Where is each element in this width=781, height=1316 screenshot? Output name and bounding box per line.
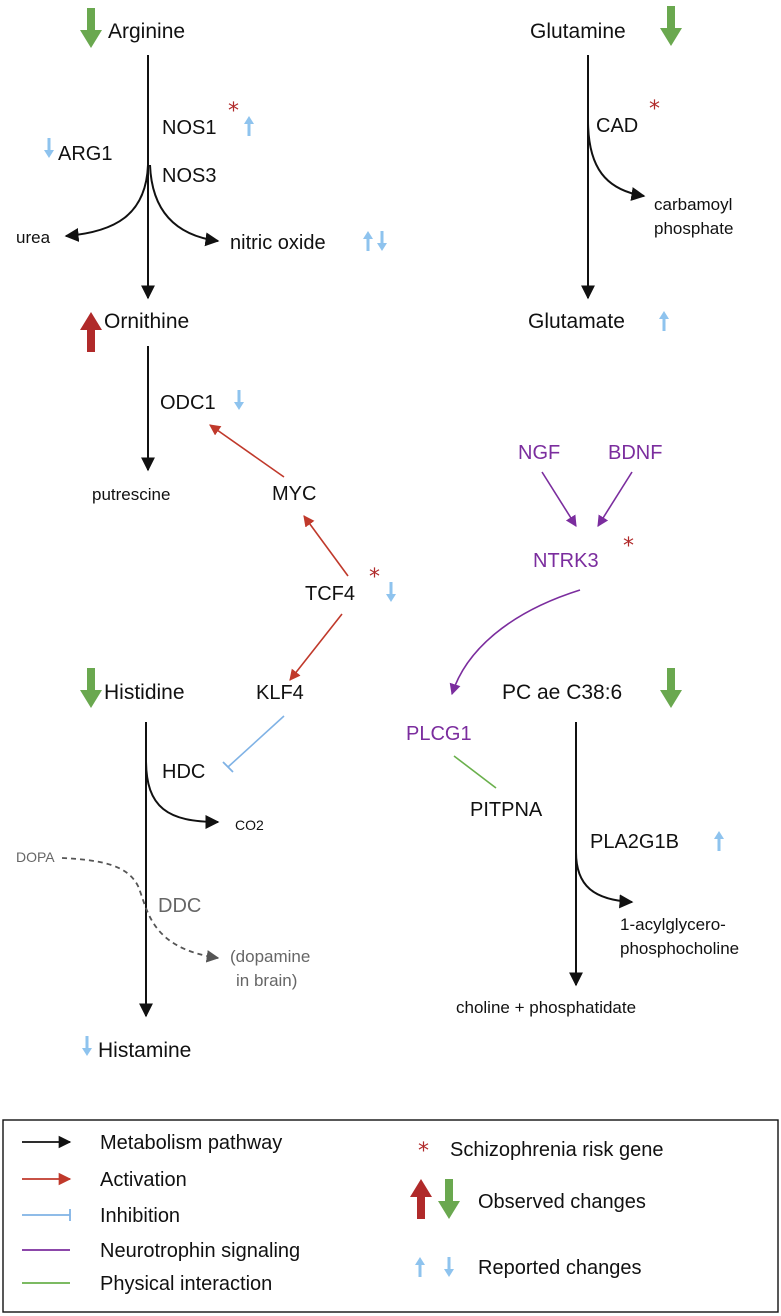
gene-odc1: ODC1 <box>160 392 216 414</box>
reported-decrease-arrow <box>377 231 387 251</box>
signal-ntrk3-plcg1 <box>449 589 581 696</box>
legend-observed-label: Observed changes <box>478 1191 646 1213</box>
arrow-to-co2 <box>145 759 220 829</box>
gene-cad: CAD <box>596 115 638 137</box>
legend-risk-label: Schizophrenia risk gene <box>450 1139 663 1161</box>
product-carbamoyl-line1: carbamoyl <box>654 195 732 214</box>
product-acyl-line1: 1-acylglycero- <box>620 915 726 934</box>
reported-increase-arrow <box>244 116 254 136</box>
gene-hdc: HDC <box>162 761 205 783</box>
product-dopamine-line1: (dopamine <box>230 947 310 966</box>
legend: Metabolism pathway Activation Inhibition… <box>2 1119 779 1313</box>
metabolite-dopa: DOPA <box>16 849 55 865</box>
arrow-to-urea <box>64 164 149 242</box>
gene-ddc: DDC <box>158 895 201 917</box>
arrow-to-nitric-oxide <box>149 164 220 247</box>
node-glutamate: Glutamate <box>528 310 625 333</box>
gene-myc: MYC <box>272 483 316 505</box>
activation-tcf4-klf4 <box>289 613 343 681</box>
gene-pla2g1b: PLA2G1B <box>590 831 679 853</box>
observed-decrease-arrow <box>660 668 682 708</box>
gene-bdnf: BDNF <box>608 442 662 464</box>
reported-decrease-arrow <box>234 390 244 410</box>
gene-nos1: NOS1 <box>162 117 216 139</box>
legend-inhibition-label: Inhibition <box>100 1205 180 1227</box>
node-arginine: Arginine <box>108 20 185 43</box>
node-histidine: Histidine <box>104 681 185 704</box>
observed-decrease-arrow <box>80 8 102 48</box>
activation-tcf4-myc <box>303 515 349 577</box>
product-carbamoyl-line2: phosphate <box>654 219 733 238</box>
risk-gene-marker: * <box>649 97 660 122</box>
reported-decrease-arrow <box>82 1036 92 1056</box>
signal-bdnf-ntrk3 <box>597 471 633 527</box>
product-nitric-oxide: nitric oxide <box>230 232 326 254</box>
gene-ntrk3: NTRK3 <box>533 550 599 572</box>
node-histamine: Histamine <box>98 1039 191 1062</box>
product-choline-phosphatidate: choline + phosphatidate <box>456 998 636 1017</box>
gene-tcf4: TCF4 <box>305 583 355 605</box>
product-urea: urea <box>16 228 51 247</box>
legend-reported-label: Reported changes <box>478 1257 641 1279</box>
reported-decrease-arrow <box>386 582 396 602</box>
legend-activation-label: Activation <box>100 1169 187 1191</box>
inhibition-bar <box>222 761 234 773</box>
gene-nos3: NOS3 <box>162 165 216 187</box>
risk-gene-marker: * <box>228 99 239 124</box>
observed-decrease-arrow <box>660 6 682 46</box>
dashed-arrow-dopa-dopamine <box>61 857 220 963</box>
interaction-plcg1-pitpna <box>453 755 497 789</box>
legend-metabolism-label: Metabolism pathway <box>100 1132 282 1154</box>
gene-ngf: NGF <box>518 442 560 464</box>
arrow-to-acylglycerophosphocholine <box>575 851 634 909</box>
node-glutamine: Glutamine <box>530 20 626 43</box>
node-pc-ae-c38-6: PC ae C38:6 <box>502 681 622 704</box>
reported-increase-arrow <box>363 231 373 251</box>
arrow-to-carbamoyl-phosphate <box>587 119 646 201</box>
legend-physical-label: Physical interaction <box>100 1273 272 1295</box>
activation-myc-odc1 <box>209 424 285 478</box>
gene-arg1: ARG1 <box>58 143 112 165</box>
legend-neurotrophin-label: Neurotrophin signaling <box>100 1240 300 1262</box>
product-putrescine: putrescine <box>92 485 170 504</box>
product-co2: CO2 <box>235 817 264 833</box>
product-dopamine-line2: in brain) <box>236 971 297 990</box>
gene-klf4: KLF4 <box>256 682 304 704</box>
reported-increase-arrow <box>714 831 724 851</box>
signal-ngf-ntrk3 <box>541 471 577 527</box>
observed-decrease-arrow <box>80 668 102 708</box>
risk-gene-marker: * <box>623 534 634 559</box>
legend-box <box>2 1119 779 1313</box>
gene-pitpna: PITPNA <box>470 799 543 821</box>
reported-increase-arrow <box>659 311 669 331</box>
observed-increase-arrow <box>80 312 102 352</box>
product-acyl-line2: phosphocholine <box>620 939 739 958</box>
node-ornithine: Ornithine <box>104 310 189 333</box>
reported-decrease-arrow <box>44 138 54 158</box>
legend-risk-marker: * <box>418 1139 429 1164</box>
gene-plcg1: PLCG1 <box>406 723 472 745</box>
inhibition-klf4-hdc <box>227 715 285 768</box>
risk-gene-marker: * <box>369 565 380 590</box>
